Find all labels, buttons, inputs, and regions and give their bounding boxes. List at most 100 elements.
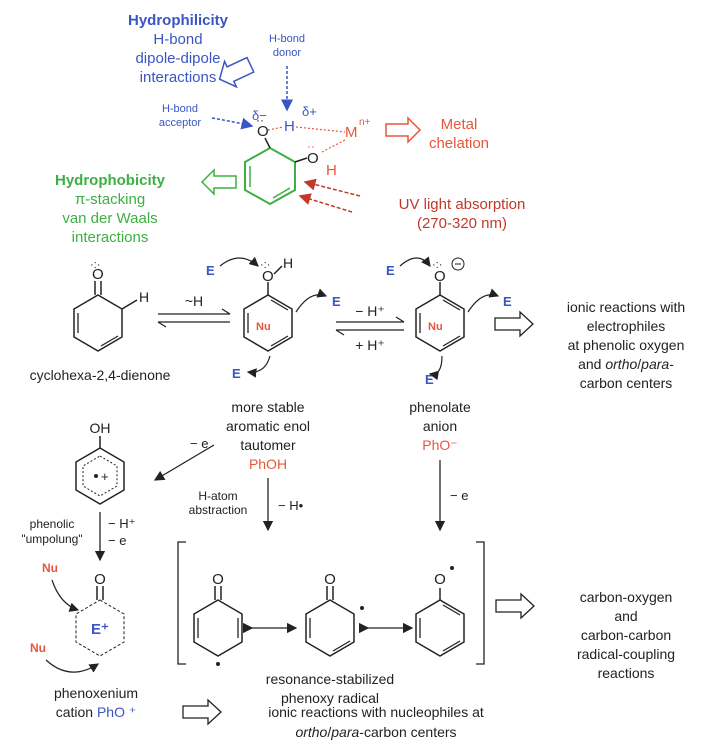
hbond-donor-label-1: H-bond [269,33,305,45]
svg-text:H: H [139,289,149,305]
phenol-bottom-curved-arrow [246,355,271,378]
cation-label-line: cation PhO ⁺ [56,704,137,720]
uv-arrow-1 [303,178,361,197]
phenolate-right-curved-arrow [467,288,500,313]
svg-text:·:·: ·:· [432,259,442,271]
nu-label-phenolate: Nu [428,321,443,333]
h-atom-label: H [284,118,295,135]
nucleophile-hollow-arrow [182,698,222,726]
radical-resonance-3 [415,566,465,657]
cyclohexadienone-structure: O ·:· H [73,259,149,352]
dipole-label: dipole-dipole [135,50,220,67]
pi-stacking-label: π-stacking [75,191,145,208]
hydrophilicity-hollow-arrow [218,56,255,89]
tilde-h-label: ~H [185,293,203,309]
cyclohexadienone-label: cyclohexa-2,4-dienone [30,367,171,383]
co-label-2: and [614,608,637,624]
left-bracket [177,541,186,665]
oh-h-label: H [326,162,337,179]
minus-e-label: − e [190,436,208,451]
metal-chelation-label-2: chelation [429,135,489,152]
radical-resonance-2 [305,586,364,657]
hydrophobicity-hollow-arrow [200,168,237,196]
uv-label-2: (270-320 nm) [417,215,507,232]
radical-1-o: O [212,571,224,588]
delta-minus: δ− [252,108,267,123]
e-label-phenol-bottom: E [232,366,241,381]
svg-text:O: O [262,268,274,285]
hbond-dash-1 [267,126,284,131]
more-stable-label-1: more stable [231,399,304,415]
interactions2-label: interactions [72,229,149,246]
phenol-right-curved-arrow [295,288,328,313]
equil-arrow-2b-head [335,329,345,336]
uv-label-1: UV light absorption [399,196,526,213]
radical-resonance-1 [193,586,243,666]
ionic-nu-2c: para [330,724,359,740]
top-section: Hydrophilicity H-bond dipole-dipole inte… [55,12,525,246]
e-label-phenolate-right: E [503,294,512,309]
e-label-phenol-top: E [206,263,215,278]
minus-hplus2-label: − H⁺ [108,516,135,531]
ionic-nu-2a: ortho [295,724,327,740]
bond-to-top-o [264,137,271,149]
middle-section: O ·:· H cyclohexa-2,4-dienone ~H O ·:· H… [30,255,686,472]
ionic-e-label-1: ionic reactions with [567,299,685,315]
svg-text:H: H [283,255,293,271]
phenol-radical-cation-structure: + [75,436,125,505]
equil-arrow-1a-head [221,308,231,315]
ionic-e-4d: para [640,356,669,372]
co-label-4: radical-coupling [577,646,675,662]
ionic-nu-label-1: ionic reactions with nucleophiles at [268,704,484,720]
right-bracket [476,541,485,665]
cation-label: cation [56,704,97,720]
svg-text:+: + [101,469,109,484]
pho-minus-label: PhO⁻ [422,437,457,453]
acceptor-arrow [211,117,254,130]
umpolung-label-1: phenolic [30,517,75,531]
radical-2-o: O [324,571,336,588]
equil-arrow-2a-head [395,316,405,323]
minus-hplus-label: − H⁺ [355,303,385,319]
minus-e3-label: − e [450,488,468,503]
minus-hdot-label: − H• [278,498,304,513]
phoh-label: PhOH [249,456,287,472]
metal-chelation-label-1: Metal [441,116,478,133]
ring-double-bond-2 [272,187,291,199]
svg-text:·:·: ·:· [260,259,270,271]
minus-e-arrow [153,444,215,481]
uv-arrow-2 [298,193,353,213]
interactions-label: interactions [140,69,217,86]
metal-label: M [345,124,358,141]
hbond-acceptor-label-2: acceptor [159,117,202,129]
umpolung-label-2: "umpolung" [21,532,82,546]
ionic-nu-2d: -carbon centers [359,724,456,740]
electrophile-hollow-arrow [494,310,534,338]
delta-plus: δ+ [302,104,317,119]
ionic-e-label-2: electrophiles [587,318,666,334]
nu-top-arrow [51,579,80,612]
nu-top-label: Nu [42,561,58,575]
hydrophilicity-label: Hydrophilicity [128,12,229,29]
nu-bottom-label: Nu [30,641,46,655]
co-label-3: carbon-carbon [581,627,671,643]
more-stable-label-2: aromatic enol [226,418,310,434]
phenolate-label-2: anion [423,418,457,434]
phenolate-bottom-curved-arrow [428,355,443,381]
hbond-label: H-bond [153,31,202,48]
nu-label-phenol: Nu [256,321,271,333]
pho-plus-label: PhO ⁺ [97,704,136,720]
phenoxenium-structure [75,586,125,657]
oh-o-label: O [307,150,319,167]
lone-pair-dots: ·· [256,113,264,127]
plus-hplus-label: + H⁺ [355,337,385,353]
more-stable-label-3: tautomer [240,437,296,453]
oh-lone-pair: ·· [307,139,315,153]
ionic-e-4e: - [669,356,674,372]
lower-section: + OH − e phenolic "umpolung" − H⁺ − e O … [21,420,675,740]
ionic-nu-2b: / [327,724,331,740]
chelation-hollow-arrow [385,116,422,144]
ionic-e-4a: and [578,356,605,372]
e-label-phenolate-top: E [386,263,395,278]
